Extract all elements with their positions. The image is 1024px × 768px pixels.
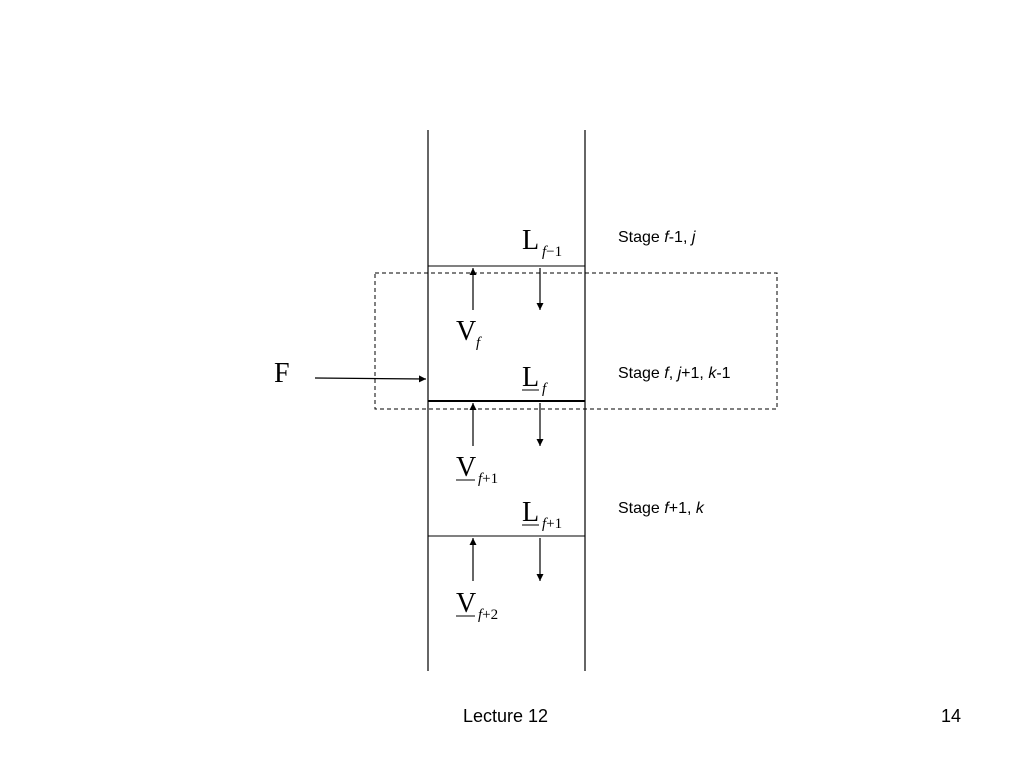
svg-text:f+2: f+2	[478, 607, 498, 623]
footer-title: Lecture 12	[463, 706, 549, 726]
symbol-V-f: V f	[456, 316, 482, 351]
symbol-L-f-plus-1: L f+1	[522, 497, 562, 532]
svg-text:V: V	[456, 316, 476, 347]
symbol-V-f-plus-2: V f+2	[456, 588, 498, 623]
symbol-L-f-minus-1: L f−1	[522, 225, 562, 260]
stage-label-feed: Stage f, j+1, k-1	[618, 365, 731, 382]
svg-text:L: L	[522, 362, 539, 393]
svg-text:f+1: f+1	[542, 516, 562, 532]
stage-label-upper: Stage f-1, j	[618, 229, 696, 246]
svg-text:L: L	[522, 497, 539, 528]
stage-label-lower: Stage f+1, k	[618, 500, 705, 517]
page-number: 14	[941, 706, 962, 726]
symbol-L-f: L f	[522, 362, 548, 397]
svg-text:f+1: f+1	[478, 471, 498, 487]
symbol-V-f-plus-1: V f+1	[456, 452, 498, 487]
feed-stage-boundary	[374, 272, 778, 410]
svg-text:V: V	[456, 588, 476, 619]
svg-text:L: L	[522, 225, 539, 256]
svg-text:f: f	[542, 381, 548, 397]
feed-arrow	[314, 375, 427, 383]
svg-text:f: f	[476, 335, 482, 351]
feed-label: F	[274, 358, 290, 389]
svg-text:V: V	[456, 452, 476, 483]
svg-text:f−1: f−1	[542, 244, 562, 260]
